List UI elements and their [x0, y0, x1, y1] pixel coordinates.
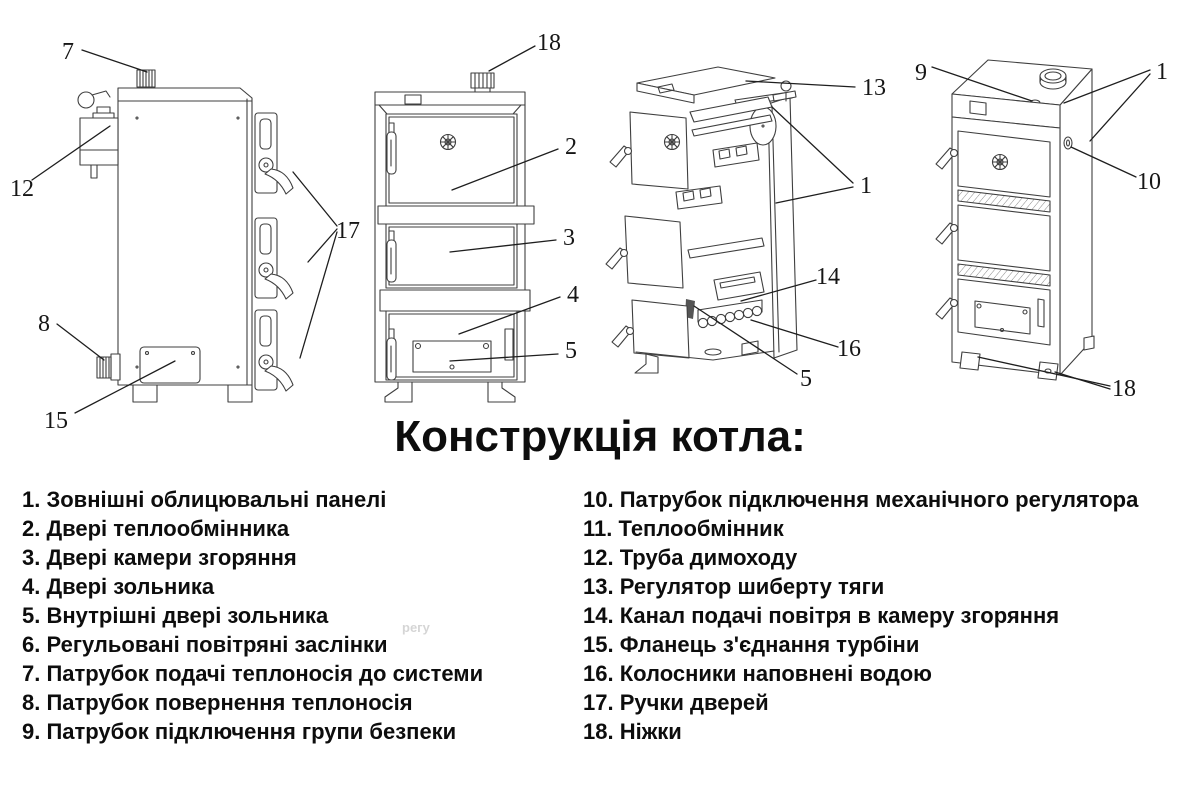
legend-item-15: 15. Фланець з'єднання турбіни: [583, 632, 920, 657]
figure-side-view: 7 12 8 15 17: [10, 39, 360, 432]
door-handles-front: [386, 122, 397, 381]
callout-label: 5: [800, 366, 812, 392]
callout-label: 15: [44, 408, 68, 432]
air-shutter-box-upper: [712, 142, 760, 168]
legend-item-14: 14. Канал подачі повітря в камеру згорян…: [583, 603, 1060, 628]
legend-item-12: 12. Труба димоходу: [583, 545, 798, 570]
callout-label: 7: [62, 39, 74, 65]
legend-item-6: 6. Регульовані повітряні заслінки: [22, 632, 388, 657]
callout-1-cutaway: 1: [771, 106, 872, 204]
top-cover: [636, 66, 776, 104]
callout-label: 9: [915, 60, 927, 86]
chimney-box: [77, 90, 119, 179]
callout-12: 12: [10, 125, 111, 202]
callout-7: 7: [62, 39, 148, 73]
legend-item-18: 18. Ніжки: [583, 719, 682, 744]
legend-item-17: 17. Ручки дверей: [583, 690, 769, 715]
callout-label: 10: [1137, 169, 1161, 195]
callout-label: 2: [565, 134, 577, 160]
callout-18-top: 18: [488, 30, 561, 72]
callout-9: 9: [915, 60, 1033, 102]
callout-2: 2: [451, 134, 577, 191]
feet-side: [132, 384, 253, 403]
regulator-port-hole-inner: [1065, 139, 1071, 147]
top-pipe-front: [470, 72, 495, 93]
legend-item-3: 3. Двері камери згоряння: [22, 545, 297, 570]
callout-5: 5: [449, 338, 577, 364]
feet-perspective: [959, 335, 1095, 381]
callout-label: 12: [10, 176, 34, 202]
callout-label: 5: [565, 338, 577, 364]
callout-label: 14: [816, 264, 840, 290]
legend-item-1: 1. Зовнішні облицювальні панелі: [22, 487, 387, 512]
callout-18-feet: 18: [977, 356, 1136, 402]
feet-front: [384, 381, 516, 403]
legend-item-5: 5. Внутрішні двері зольника: [22, 603, 329, 628]
water-grate: [697, 299, 763, 329]
figure-perspective-view: 9 1 10 18: [915, 59, 1168, 402]
middle-door-perspective: [957, 204, 1051, 272]
legend-item-10: 10. Патрубок підключення механічного рег…: [583, 487, 1139, 512]
callout-8: 8: [38, 311, 105, 361]
legend-column-right: 10. Патрубок підключення механічного рег…: [583, 485, 1138, 746]
legend-item-4: 4. Двері зольника: [22, 574, 215, 599]
heat-exchanger-door: [385, 113, 518, 207]
callout-3: 3: [449, 225, 575, 253]
callout-label: 3: [563, 225, 575, 251]
air-shutter-box-lower: [675, 185, 723, 210]
callout-label: 13: [862, 75, 886, 101]
figure-cutaway-view: 13 1 14 16 5: [605, 66, 886, 392]
legend-item-7: 7. Патрубок подачі теплоносія до системи: [22, 661, 484, 686]
ash-door-perspective: [957, 278, 1051, 346]
legend-column-left: 1. Зовнішні облицювальні панелі 2. Двері…: [22, 485, 483, 746]
vent-strip-1: [957, 189, 1051, 213]
side-panel: [1059, 68, 1093, 376]
combustion-door: [385, 223, 518, 289]
callout-10: 10: [1070, 146, 1161, 195]
upper-door-perspective: [957, 130, 1051, 198]
callout-14: 14: [740, 264, 840, 302]
callout-label: 4: [567, 282, 579, 308]
boiler-body-side: [117, 87, 253, 386]
legend-item-13: 13. Регулятор шиберту тяги: [583, 574, 885, 599]
callout-13: 13: [745, 75, 886, 101]
exchanger-plates: [689, 96, 773, 137]
door-band-1: [377, 205, 535, 225]
callout-label: 17: [336, 218, 360, 244]
door-handles-side: [254, 112, 294, 392]
faint-artifact-text: регу: [402, 620, 430, 635]
doors-cutaway: [605, 111, 690, 359]
callout-5-cutaway: 5: [693, 305, 812, 392]
vent-strip-2: [957, 263, 1051, 287]
base-and-feet-cutaway: [634, 340, 775, 374]
callout-15: 15: [44, 360, 176, 432]
callout-label: 1: [860, 173, 872, 199]
door-band-2: [379, 289, 531, 312]
callout-label: 8: [38, 311, 50, 337]
figure-front-view: 18 2 3 4 5: [374, 30, 579, 403]
callout-4: 4: [458, 282, 579, 335]
return-pipe: [96, 353, 121, 381]
air-channel: [713, 271, 765, 301]
callout-1-perspective: 1: [1063, 59, 1168, 142]
callout-16: 16: [750, 319, 861, 362]
callout-label: 18: [1112, 376, 1136, 402]
flue-cylinder: [749, 106, 777, 146]
turbine-flange: [139, 346, 201, 384]
callout-label: 16: [837, 336, 861, 362]
mid-deck: [687, 237, 765, 259]
inner-ash-door: [412, 340, 492, 373]
page-title: Конструкція котла:: [394, 412, 806, 461]
legend-item-2: 2. Двері теплообмінника: [22, 516, 290, 541]
legend-item-11: 11. Теплообмінник: [583, 516, 784, 541]
legend-item-9: 9. Патрубок підключення групи безпеки: [22, 719, 457, 744]
callout-label: 1: [1156, 59, 1168, 85]
figures-canvas: 7 12 8 15 17: [10, 30, 1168, 432]
legend-item-8: 8. Патрубок повернення теплоносія: [22, 690, 413, 715]
chimney-collar: [1039, 68, 1067, 90]
callout-label: 18: [537, 30, 561, 56]
callout-17: 17: [292, 171, 360, 359]
regulator-port-hole: [1063, 136, 1073, 150]
legend-item-16: 16. Колосники наповнені водою: [583, 661, 932, 686]
